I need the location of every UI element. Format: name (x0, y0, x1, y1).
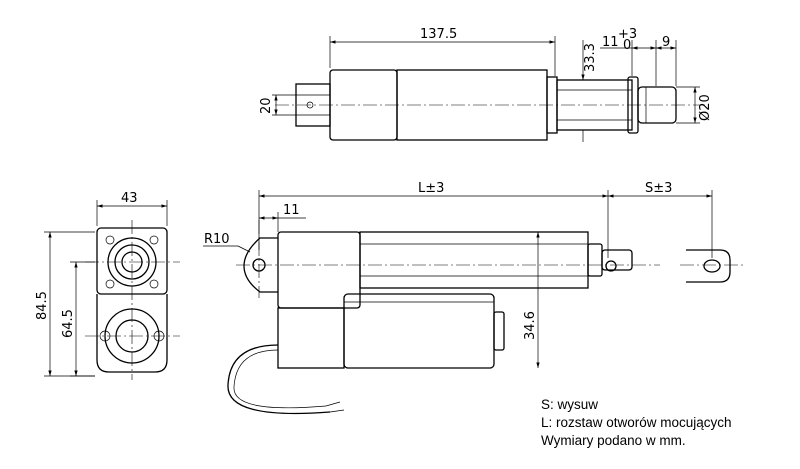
dim-top-left-dia: 20 (259, 94, 296, 116)
side-gearbox-lower (277, 307, 345, 369)
side-cable (227, 344, 331, 415)
dim-top-left-dia-label: 20 (259, 97, 274, 114)
dim-left-height-total: 84.5 (35, 231, 95, 377)
dim-left-height-partial: 64.5 (61, 261, 95, 377)
end-view: 43 84.5 64.5 (35, 191, 180, 380)
dim-side-radius-label: R10 (204, 232, 230, 247)
dim-side-L-label: L±3 (418, 181, 444, 196)
dim-side-radius: R10 (203, 232, 251, 253)
dim-top-height: 33.3 (581, 40, 598, 142)
dim-side-offset: 11 (259, 203, 306, 232)
dim-left-height-total-label: 84.5 (35, 291, 50, 320)
dim-top-rod-dia-label: Ø20 (698, 94, 713, 121)
legend-line-1: S: wysuw (541, 397, 599, 412)
dim-side-motor-label: 34.6 (523, 311, 538, 340)
end-view-lower (96, 294, 168, 373)
dim-side-motor: 34.6 (523, 232, 540, 368)
dim-top-tol-sup: +3 (618, 27, 637, 42)
side-motor (343, 293, 495, 369)
dim-side-S-label: S±3 (645, 181, 672, 196)
dim-top-gap-label: 9 (662, 35, 670, 50)
dim-top-rod-dia: Ø20 (676, 86, 713, 124)
side-main-tube (359, 231, 589, 289)
dim-top-length: 137.5 (329, 27, 556, 76)
dim-side-S: S±3 (608, 181, 713, 258)
dim-left-width: 43 (96, 191, 168, 226)
side-extended-rod-end (686, 249, 731, 283)
side-view: L±3 S±3 11 R10 34.6 (203, 181, 745, 415)
dim-top-length-label: 137.5 (420, 27, 457, 42)
top-view: 137.5 33.3 11 +3 0 9 20 (259, 27, 713, 142)
legend-line-2: L: rozstaw otworów mocujących (541, 415, 732, 430)
dim-top-tolerance: 11 +3 0 (600, 27, 657, 86)
dim-left-width-label: 43 (121, 191, 138, 206)
side-gearbox (277, 231, 361, 309)
legend-line-3: Wymiary podano w mm. (541, 433, 686, 448)
dim-top-tol-sub: 0 (623, 38, 631, 53)
dim-side-L: L±3 (258, 181, 609, 258)
legend: S: wysuw L: rozstaw otworów mocujących W… (541, 396, 732, 450)
dim-side-offset-label: 11 (283, 203, 300, 218)
dim-left-height-partial-label: 64.5 (61, 309, 76, 338)
dim-top-tol-main: 11 (602, 35, 619, 50)
side-rear-clevis (243, 237, 278, 293)
side-rod-end (601, 249, 633, 271)
dim-top-gap: 9 (656, 35, 677, 86)
dim-top-height-label: 33.3 (583, 43, 598, 72)
